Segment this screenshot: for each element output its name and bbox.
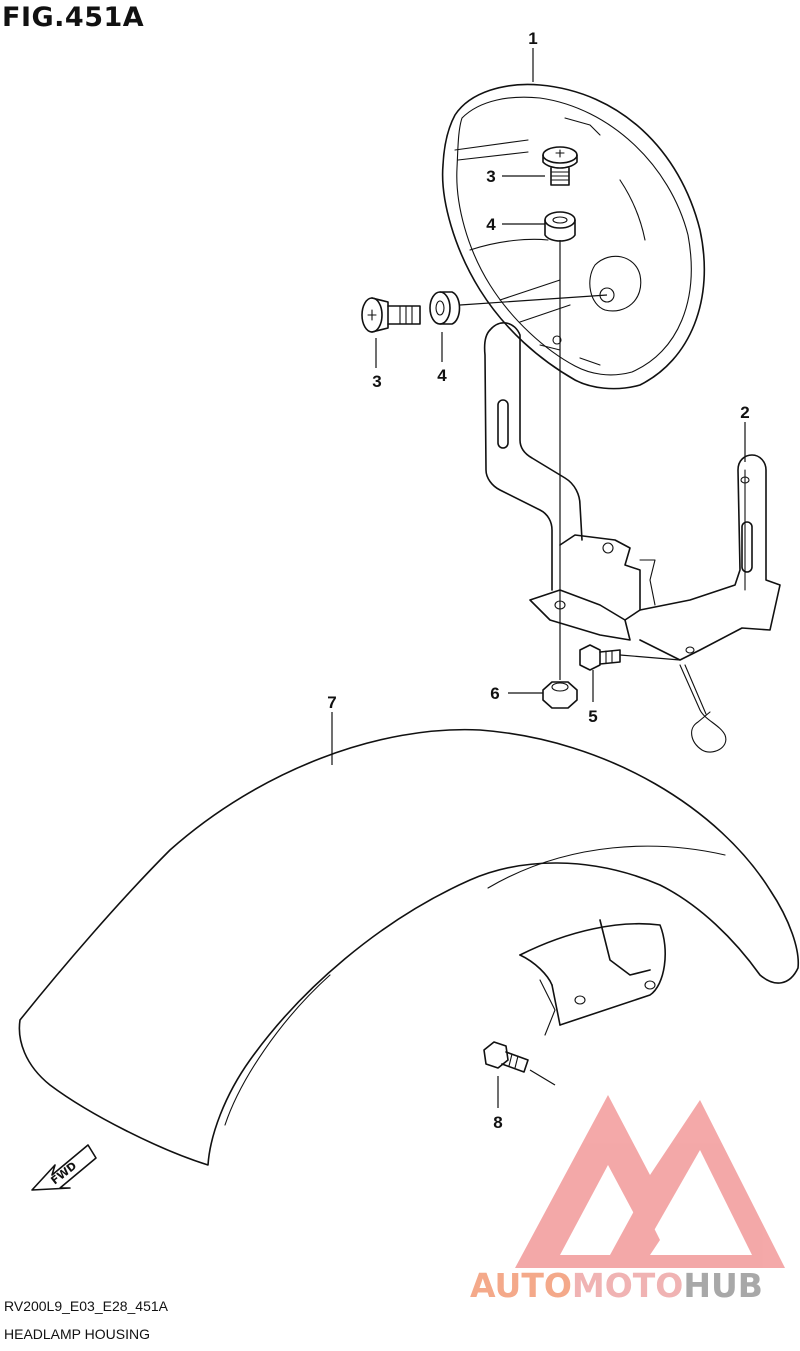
- watermark-hub: HUB: [683, 1266, 763, 1305]
- figure-code: RV200L9_E03_E28_451A: [4, 1298, 169, 1314]
- callout-7: 7: [327, 693, 336, 712]
- callout-3-side: 3: [372, 372, 381, 391]
- bracket-2: [483, 322, 781, 661]
- grommet-4-top: [544, 211, 576, 242]
- watermark-text: AUTOMOTOHUB: [470, 1266, 763, 1305]
- callout-6: 6: [490, 684, 499, 703]
- watermark-moto: MOTO: [571, 1266, 684, 1305]
- callout-5: 5: [588, 707, 597, 726]
- watermark-auto: AUTO: [470, 1266, 572, 1305]
- figure-name: HEADLAMP HOUSING: [4, 1326, 150, 1342]
- bolt-8: [483, 1041, 529, 1073]
- fwd-label: FWD: [49, 1159, 80, 1187]
- figure-title: FIG.451A: [2, 2, 145, 33]
- leader-lines: [331, 48, 746, 1108]
- grommet-4-side: [429, 291, 461, 325]
- front-fender-7: [18, 728, 800, 1166]
- callout-1: 1: [528, 29, 537, 48]
- callout-3-top: 3: [486, 167, 495, 186]
- callout-8: 8: [493, 1113, 502, 1132]
- callout-4-top: 4: [486, 215, 496, 234]
- wire-clip: [679, 664, 727, 753]
- watermark-logo-icon: [515, 1095, 785, 1268]
- fwd-arrow-icon: FWD: [31, 1144, 97, 1191]
- assembly-lines: [459, 240, 681, 680]
- callout-4-side: 4: [437, 366, 447, 385]
- callout-2: 2: [740, 403, 749, 422]
- headlamp-housing: [441, 83, 706, 390]
- nut-6: [542, 681, 578, 709]
- bolt-3-top: [542, 146, 578, 186]
- bolt-5: [579, 644, 621, 671]
- bolt-3-side: [361, 297, 421, 333]
